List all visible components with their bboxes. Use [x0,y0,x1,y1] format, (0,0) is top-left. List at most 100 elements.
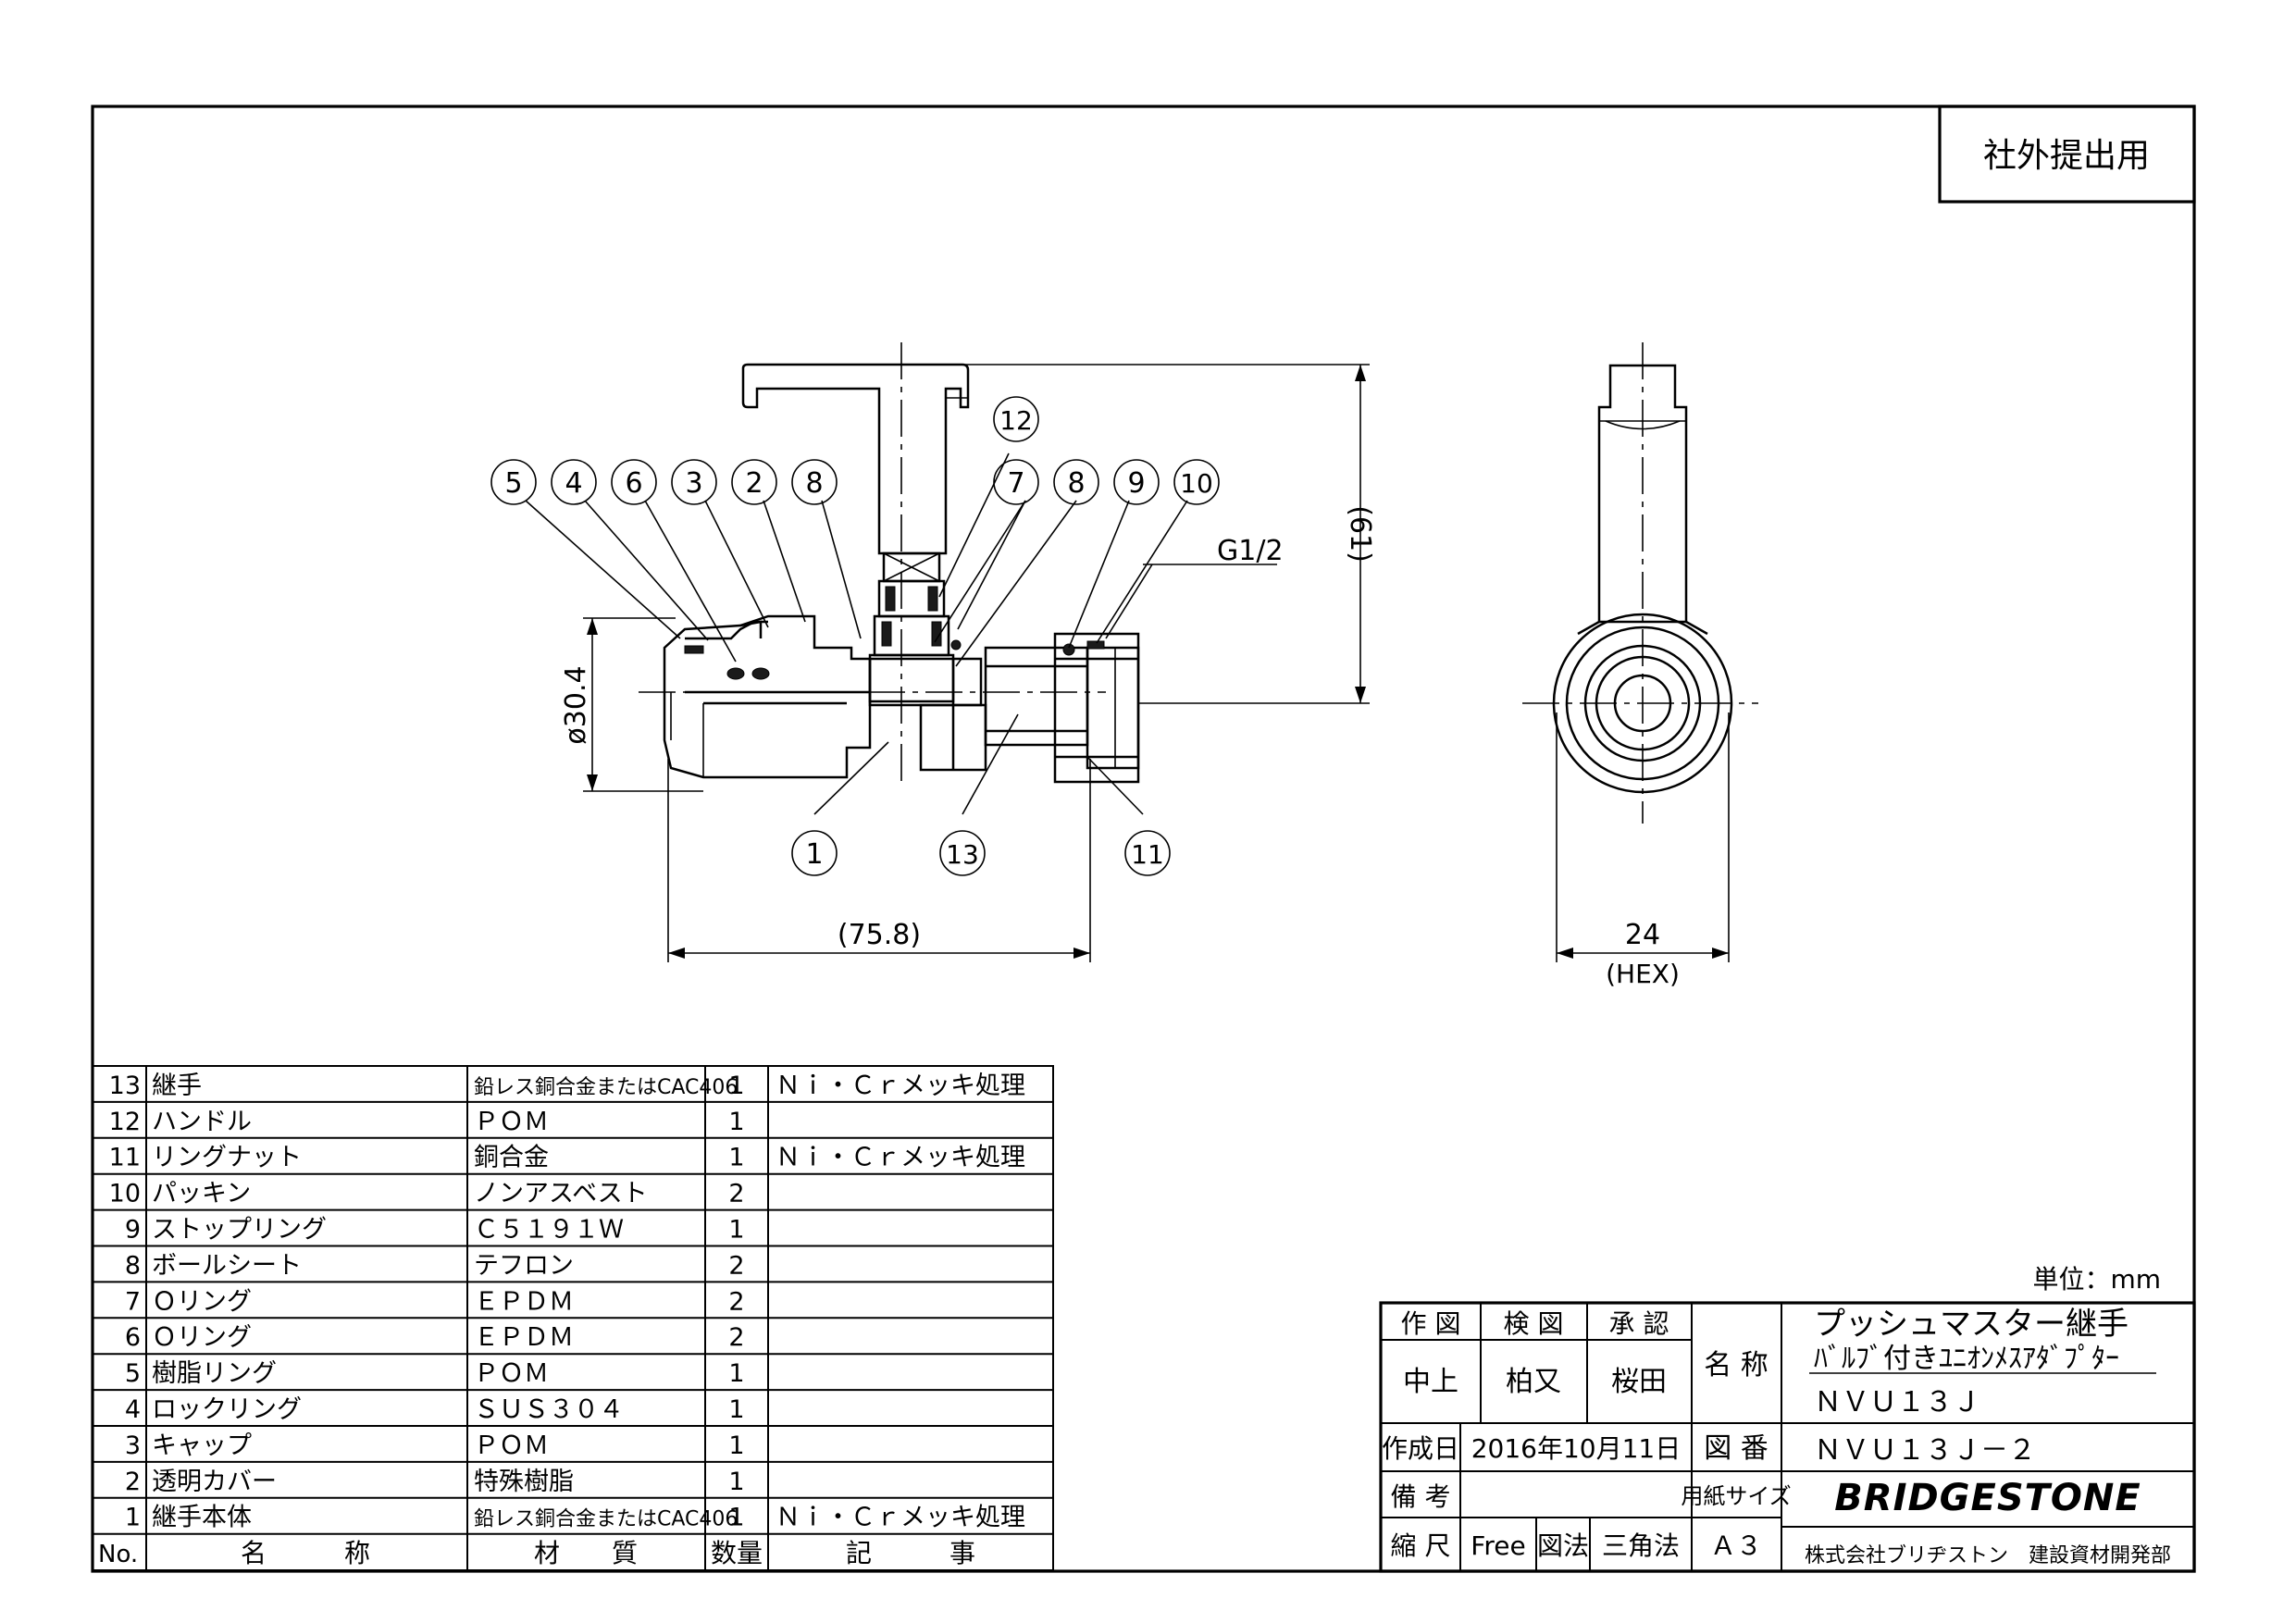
parts-cell-name: 樹脂リング [152,1359,277,1388]
product-subname: ﾊﾞﾙﾌﾞ付きﾕﾆｵﾝﾒｽｱﾀﾞﾌﾟﾀｰ [1814,1343,2119,1375]
parts-cell-remarks: Ｎｉ・Ｃｒメッキ処理 [776,1144,1025,1172]
parts-cell-name: Ｏリング [152,1287,252,1316]
parts-cell-material: 鉛レス銅合金またはCAC406 [474,1508,738,1531]
parts-cell-name: ボールシート [152,1251,302,1280]
svg-text:2: 2 [745,467,763,500]
parts-cell-qty: 1 [728,1144,744,1172]
svg-text:記 事: 記 事 [846,1538,975,1568]
unit-note: 単位：mm [2032,1264,2161,1295]
thread-dimension: G1/2 [1217,535,1284,567]
svg-text:1: 1 [805,838,823,871]
handle-part [741,363,970,555]
svg-text:9: 9 [1127,467,1145,500]
parts-cell-name: 透明カバー [152,1468,277,1496]
callout-balloon: 4 [551,459,597,505]
parts-cell-name: Ｏリング [152,1323,252,1352]
svg-text:(75.8): (75.8) [838,919,921,951]
svg-text:図 番: 図 番 [1704,1432,1769,1465]
parts-cell-qty: 1 [728,1504,744,1532]
parts-cell-material: ＥＰＤＭ [474,1323,574,1352]
callout-balloon: 13 [939,830,986,876]
svg-text:承 認: 承 認 [1609,1308,1669,1339]
svg-text:8: 8 [1067,467,1085,500]
parts-header-row: No. 名 称 材 質 数量 記 事 [98,1538,975,1568]
parts-cell-no: 6 [125,1323,141,1352]
callout-balloon: 6 [611,459,657,505]
parts-cell-name: リングナット [152,1144,302,1172]
svg-text:ø30.4: ø30.4 [560,665,592,744]
parts-cell-qty: 1 [728,1468,744,1496]
parts-cell-name: 継手 [152,1072,202,1100]
parts-cell-material: Ｃ５１９１Ｗ [474,1216,624,1245]
callout-balloon: 8 [1053,459,1099,505]
stamp-text: 社外提出用 [1983,137,2150,175]
svg-text:柏又: 柏又 [1506,1366,1561,1398]
callout-balloon: 11 [1124,830,1171,876]
parts-cell-material: 銅合金 [474,1144,549,1172]
svg-text:Ａ３: Ａ３ [1710,1530,1762,1561]
parts-cell-qty: 1 [728,1395,744,1424]
parts-cell-material: ＰＯＭ [474,1359,549,1388]
svg-text:用紙サイズ: 用紙サイズ [1681,1483,1791,1509]
parts-cell-no: 5 [125,1359,141,1388]
svg-text:名 称: 名 称 [241,1538,370,1568]
parts-cell-no: 9 [125,1216,141,1245]
parts-cell-material: ノンアスベスト [474,1180,648,1208]
parts-cell-no: 2 [125,1468,141,1496]
svg-text:6: 6 [625,467,642,500]
callout-balloon: 7 [993,459,1039,505]
svg-text:11: 11 [1131,839,1164,870]
svg-text:作 図: 作 図 [1401,1308,1461,1339]
callouts-top: 5 4 6 3 2 8 7 8 9 10 12 [490,396,1220,505]
svg-text:10: 10 [1180,468,1213,499]
length-dimension: (75.8) [667,759,1091,962]
parts-cell-material: 特殊樹脂 [474,1468,574,1496]
svg-text:数量: 数量 [711,1538,763,1568]
parts-cell-qty: 1 [728,1431,744,1460]
callout-balloon: 3 [671,459,717,505]
union-nut [1053,632,1140,784]
drawing-number: ＮＶＵ１３Ｊ－２ [1814,1434,2036,1467]
svg-text:5: 5 [504,467,522,500]
stem-assembly [868,551,955,703]
svg-text:備 考: 備 考 [1391,1481,1451,1512]
svg-text:縮 尺: 縮 尺 [1391,1530,1451,1561]
svg-text:図法: 図法 [1537,1530,1589,1561]
height-dimension: (61) [962,364,1376,704]
hex-dimension: 24 [1625,919,1660,951]
parts-cell-no: 12 [109,1108,141,1136]
callouts-bottom: 1 13 11 [791,830,1171,876]
parts-cell-no: 1 [125,1504,141,1532]
parts-cell-name: ハンドル [152,1108,252,1136]
svg-text:名 称: 名 称 [1704,1349,1769,1381]
parts-cell-remarks: Ｎｉ・Ｃｒメッキ処理 [776,1072,1025,1100]
svg-text:中上: 中上 [1403,1366,1458,1398]
parts-cell-no: 7 [125,1287,141,1316]
title-block: 作 図 検 図 承 認 中上 柏又 桜田 名 称 プッシュマスター継手 ﾊﾞﾙﾌ… [1379,1301,2196,1573]
parts-cell-qty: 1 [728,1359,744,1388]
svg-text:(61): (61) [1344,505,1376,563]
parts-cell-qty: 2 [728,1323,744,1352]
callout-balloon-handle: 12 [993,396,1039,442]
parts-cell-no: 3 [125,1431,141,1460]
hex-label: (HEX) [1606,959,1680,989]
brand-logo: BRIDGESTONE [1834,1477,2141,1519]
parts-cell-material: ＥＰＤＭ [474,1287,574,1316]
svg-text:8: 8 [805,467,823,500]
svg-text:三角法: 三角法 [1602,1530,1680,1561]
parts-cell-qty: 2 [728,1251,744,1280]
svg-text:13: 13 [946,839,979,870]
svg-text:検 図: 検 図 [1504,1308,1564,1339]
parts-cell-name: 継手本体 [152,1504,252,1532]
svg-text:3: 3 [685,467,702,500]
callout-balloon: 5 [490,459,537,505]
parts-cell-name: パッキン [152,1180,251,1208]
callout-balloon: 1 [791,830,838,876]
parts-cell-qty: 2 [728,1287,744,1316]
svg-text:桜田: 桜田 [1611,1366,1667,1398]
parts-cell-no: 8 [125,1251,141,1280]
drawing-border [91,105,2196,1573]
product-code: ＮＶＵ１３Ｊ [1814,1386,1980,1419]
